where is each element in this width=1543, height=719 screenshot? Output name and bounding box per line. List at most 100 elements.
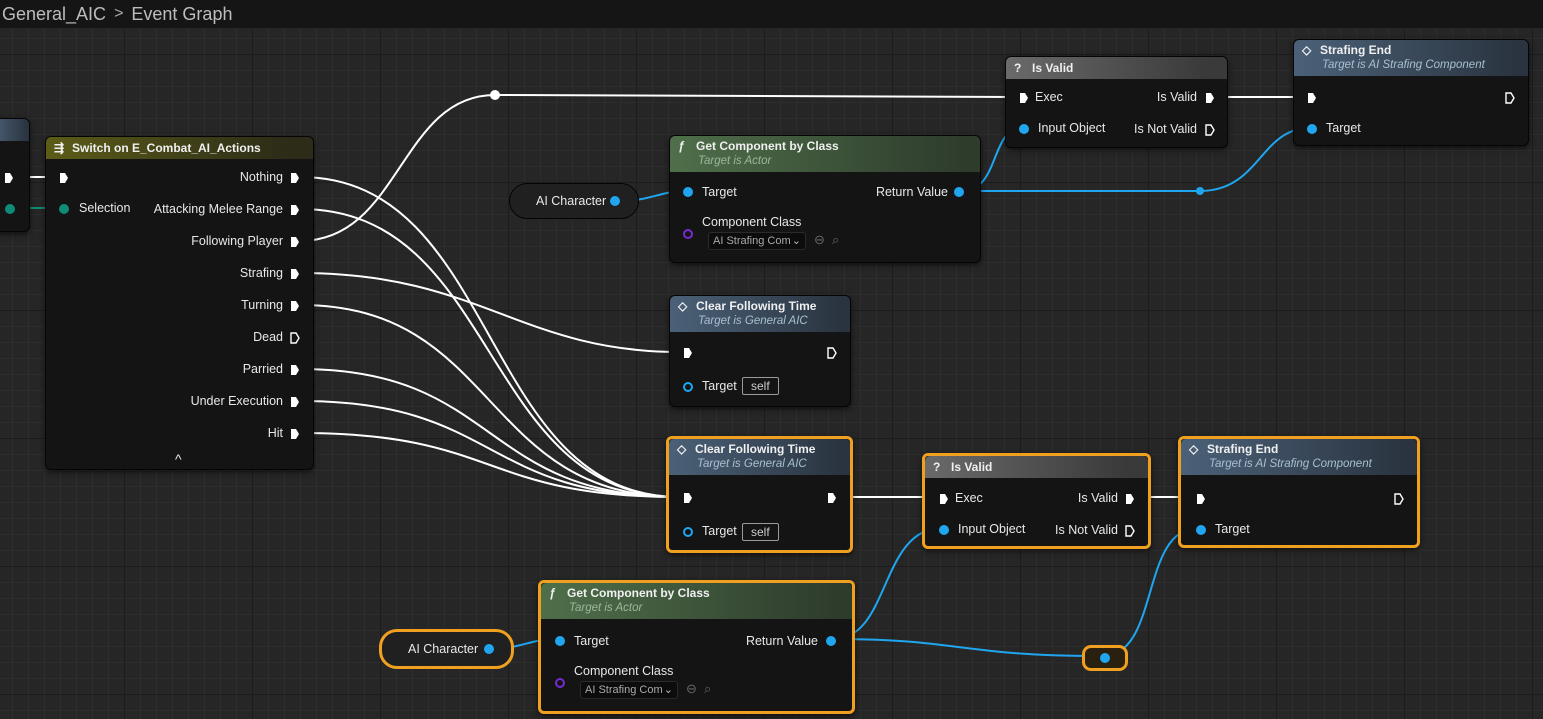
get-component-title-top: Get Component by Class <box>696 139 839 153</box>
is-valid-out-pin-bottom[interactable] <box>1125 493 1135 505</box>
output-pin-strafing[interactable] <box>290 268 300 280</box>
strafing-end-subtitle-bottom: Target is AI Strafing Component <box>1209 458 1372 470</box>
clear-following-node-bottom[interactable]: ◇Clear Following Time Target is General … <box>666 436 853 553</box>
input-object-pin-top[interactable] <box>1019 124 1029 134</box>
get-component-target-label-top: Target <box>702 185 737 199</box>
switch-exec-in-pin[interactable] <box>59 172 69 184</box>
chevron-down-icon: ⌄ <box>791 235 801 247</box>
is-not-valid-label-bottom: Is Not Valid <box>1055 523 1118 537</box>
strafing-end-node-top[interactable]: ◇Strafing End Target is AI Strafing Comp… <box>1293 39 1529 146</box>
get-component-return-label-bottom: Return Value <box>745 634 818 648</box>
clear-following-exec-out-pin-bottom[interactable] <box>827 492 837 504</box>
strafing-end-node-bottom[interactable]: ◇Strafing End Target is AI Strafing Comp… <box>1178 436 1420 548</box>
clear-following-target-label-top: Target <box>702 379 737 393</box>
breadcrumb-graph-name[interactable]: General_AIC <box>2 3 107 24</box>
strafing-end-exec-in-pin-bottom[interactable] <box>1196 493 1206 505</box>
output-label-hit: Hit <box>267 426 283 440</box>
clear-following-target-pin-bottom[interactable] <box>683 527 693 537</box>
component-class-value-bottom: AI Strafing Com <box>585 684 663 696</box>
output-pin-nothing[interactable] <box>290 172 300 184</box>
strafing-end-target-pin-bottom[interactable] <box>1196 525 1206 535</box>
is-valid-title-top: Is Valid <box>1032 61 1074 75</box>
component-class-combo-top[interactable]: AI Strafing Com⌄ <box>708 232 806 250</box>
ai-character-out-pin-top[interactable] <box>610 196 620 206</box>
clear-following-node-top[interactable]: ◇Clear Following Time Target is General … <box>669 295 851 407</box>
is-valid-out-label-bottom: Is Valid <box>1077 491 1118 505</box>
ai-character-out-pin-bottom[interactable] <box>484 644 494 654</box>
strafing-end-header-top: ◇Strafing End Target is AI Strafing Comp… <box>1294 40 1528 76</box>
get-component-return-pin-top[interactable] <box>954 187 964 197</box>
exec-wire-turning <box>299 304 681 498</box>
selection-in-pin[interactable] <box>59 204 69 214</box>
strafing-end-exec-in-pin-top[interactable] <box>1307 92 1317 104</box>
strafing-end-target-label-bottom: Target <box>1215 522 1250 536</box>
is-valid-header-top: ? Is Valid <box>1006 57 1227 79</box>
object-wire-return-bottom-reroute <box>833 638 1104 657</box>
browse-search-icon[interactable]: ⌕ <box>704 681 712 696</box>
collapse-arrow-icon[interactable]: ^ <box>175 451 182 467</box>
output-pin-attacking-melee[interactable] <box>290 204 300 216</box>
function-icon: ƒ <box>678 139 685 153</box>
component-class-value-top: AI Strafing Com <box>713 235 791 247</box>
browse-search-icon[interactable]: ⌕ <box>832 232 840 247</box>
component-class-combo-bottom[interactable]: AI Strafing Com⌄ <box>580 681 678 699</box>
use-selected-icon[interactable]: ⊖ <box>814 232 825 247</box>
get-component-return-pin-bottom[interactable] <box>826 636 836 646</box>
function-call-icon: ◇ <box>677 442 687 456</box>
switch-node[interactable]: ⇶ Switch on E_Combat_AI_Actions Selectio… <box>45 136 314 470</box>
ai-character-variable-top[interactable]: AI Character <box>509 183 639 219</box>
exec-out-pin[interactable] <box>4 172 14 184</box>
strafing-end-target-pin-top[interactable] <box>1307 124 1317 134</box>
clear-following-exec-out-pin-top[interactable] <box>827 347 837 359</box>
reroute-pin-bottom[interactable] <box>1100 653 1110 663</box>
component-class-pin-bottom[interactable] <box>555 678 565 688</box>
is-valid-node-bottom[interactable]: ? Is Valid Exec Is Valid Input Object Is… <box>922 453 1151 549</box>
is-valid-out-pin-top[interactable] <box>1205 92 1215 104</box>
switch-icon: ⇶ <box>54 141 65 155</box>
clear-following-exec-in-pin-top[interactable] <box>683 347 693 359</box>
breadcrumb-page[interactable]: Event Graph <box>131 3 233 24</box>
strafing-end-exec-out-pin-top[interactable] <box>1505 92 1515 104</box>
clear-following-title-bottom: Clear Following Time <box>695 442 816 456</box>
use-selected-icon[interactable]: ⊖ <box>686 681 697 696</box>
function-call-icon: ◇ <box>1302 43 1312 57</box>
offscreen-node[interactable] <box>0 118 30 232</box>
is-not-valid-pin-bottom[interactable] <box>1125 525 1135 537</box>
get-component-target-pin-bottom[interactable] <box>555 636 565 646</box>
switch-node-title: Switch on E_Combat_AI_Actions <box>72 141 261 155</box>
is-valid-exec-in-pin-bottom[interactable] <box>939 493 949 505</box>
is-not-valid-pin-top[interactable] <box>1205 124 1215 136</box>
question-icon: ? <box>933 460 941 474</box>
input-object-pin-bottom[interactable] <box>939 525 949 535</box>
output-pin-under-execution[interactable] <box>290 396 300 408</box>
component-class-pin-top[interactable] <box>683 229 693 239</box>
output-pin-parried[interactable] <box>290 364 300 376</box>
self-field-bottom[interactable]: self <box>742 523 779 541</box>
ai-character-variable-bottom[interactable]: AI Character <box>379 629 514 669</box>
question-icon: ? <box>1014 61 1022 75</box>
output-pin-following-player[interactable] <box>290 236 300 248</box>
selection-out-pin[interactable] <box>5 204 15 214</box>
exec-wire-melee <box>299 208 681 498</box>
output-label-attacking-melee: Attacking Melee Range <box>153 202 283 216</box>
output-pin-dead[interactable] <box>290 332 300 344</box>
switch-node-header: ⇶ Switch on E_Combat_AI_Actions <box>46 137 313 159</box>
output-pin-turning[interactable] <box>290 300 300 312</box>
is-valid-header-bottom: ? Is Valid <box>925 456 1148 478</box>
self-field-top[interactable]: self <box>742 377 779 395</box>
clear-following-header-top: ◇Clear Following Time Target is General … <box>670 296 850 332</box>
exec-reroute-node <box>490 90 500 100</box>
output-label-nothing: Nothing <box>239 170 283 184</box>
strafing-end-exec-out-pin-bottom[interactable] <box>1394 493 1404 505</box>
is-valid-node-top[interactable]: ? Is Valid Exec Is Valid Input Object Is… <box>1005 56 1228 148</box>
get-component-target-pin-top[interactable] <box>683 187 693 197</box>
exec-wire-hit <box>299 432 681 498</box>
clear-following-target-pin-top[interactable] <box>683 382 693 392</box>
output-pin-hit[interactable] <box>290 428 300 440</box>
clear-following-exec-in-pin-bottom[interactable] <box>683 492 693 504</box>
is-valid-exec-in-pin-top[interactable] <box>1019 92 1029 104</box>
object-reroute-bottom[interactable] <box>1082 645 1128 671</box>
